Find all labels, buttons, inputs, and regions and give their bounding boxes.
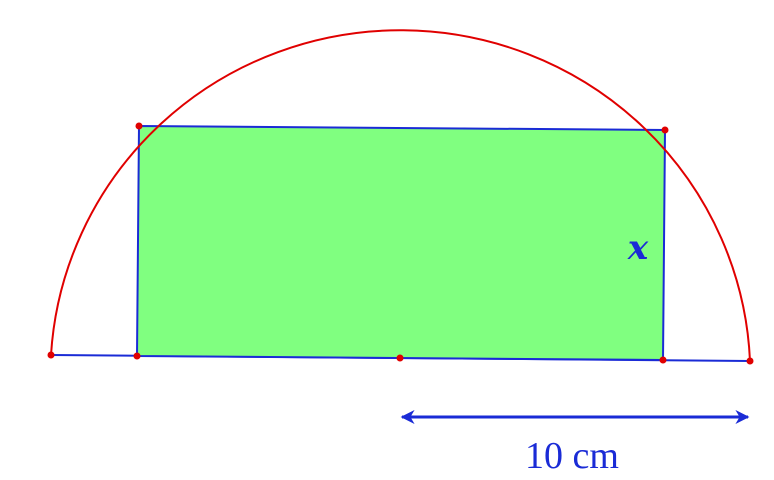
- radius-label: 10 cm: [525, 435, 619, 477]
- point-diameter-right: [746, 357, 754, 365]
- point-diameter-left: [47, 351, 55, 359]
- inscribed-rectangle: [135, 124, 667, 362]
- point-center: [396, 354, 404, 362]
- semicircle-arc: [50, 29, 751, 362]
- height-label: x: [627, 228, 649, 268]
- point-rectangle-top-left: [135, 122, 143, 130]
- point-rectangle-bottom-left: [133, 352, 141, 360]
- point-rectangle-bottom-right: [659, 356, 667, 364]
- point-rectangle-top-right: [661, 126, 669, 134]
